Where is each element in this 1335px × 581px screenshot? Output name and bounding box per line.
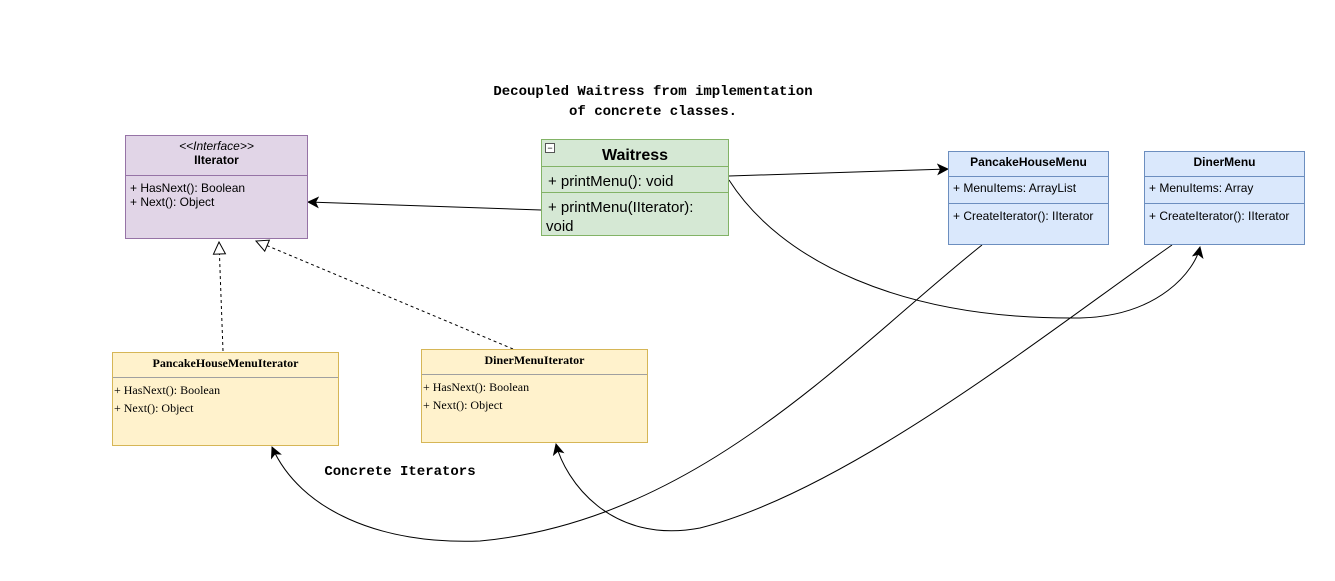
pancakehousemenuiterator-divider — [113, 377, 338, 378]
iiterator-method-hasnext: + HasNext(): Boolean — [130, 181, 246, 195]
iiterator-interface-box[interactable]: <<Interface>> IIterator + HasNext(): Boo… — [125, 135, 308, 239]
iiterator-stereotype: <<Interface>> — [179, 139, 254, 153]
pancakehouseiterator-realizes-iiterator — [219, 242, 223, 352]
waitress-method-printmenu-iterator: + printMenu(IIterator): — [548, 199, 694, 216]
pancakehousemenuiterator-name: PancakeHouseMenuIterator — [152, 356, 299, 370]
iiterator-name: IIterator — [194, 153, 239, 167]
dinermenu-method-createiterator: + CreateIterator(): IIterator — [1149, 209, 1290, 223]
pancakehousemenu-attribute-menuitems: + MenuItems: ArrayList — [953, 181, 1077, 195]
waitress-to-dinermenu-association — [728, 179, 1204, 319]
iiterator-divider — [126, 175, 307, 176]
waitress-method-printmenu: + printMenu(): void — [548, 173, 674, 190]
dinermenuiterator-class-box[interactable]: DinerMenuIterator + HasNext(): Boolean +… — [421, 349, 648, 443]
dinermenuiterator-method-hasnext: + HasNext(): Boolean — [423, 380, 530, 394]
waitress-method-printmenu-iterator-return: void — [546, 218, 574, 235]
pancakehousemenu-creates-iterator — [270, 244, 983, 542]
pancakehousemenu-class-box[interactable]: PancakeHouseMenu + MenuItems: ArrayList … — [948, 151, 1109, 245]
waitress-name: Waitress — [601, 147, 669, 164]
title-note: Decoupled Waitress from implementation o… — [480, 82, 826, 122]
dinermenu-header-divider — [1145, 176, 1304, 177]
pancakehousemenuiterator-method-hasnext: + HasNext(): Boolean — [114, 383, 221, 397]
title-note-line-1: Decoupled Waitress from implementation — [493, 84, 813, 100]
pancakehousemenu-header-divider — [949, 176, 1108, 177]
dinermenuiterator-method-next: + Next(): Object — [423, 398, 503, 412]
pancakehousemenu-name: PancakeHouseMenu — [970, 155, 1087, 169]
pancakehousemenuiterator-class-box[interactable]: PancakeHouseMenuIterator + HasNext(): Bo… — [112, 352, 339, 446]
dinermenuiterator-divider — [422, 374, 647, 375]
concrete-iterators-note: Concrete Iterators — [324, 464, 476, 480]
dinermenuiterator-name: DinerMenuIterator — [484, 353, 585, 367]
pancakehousemenuiterator-method-next: + Next(): Object — [114, 401, 194, 415]
waitress-method-divider — [542, 192, 728, 193]
title-note-line-2: of concrete classes. — [568, 104, 738, 120]
waitress-to-iiterator-association — [307, 196, 542, 211]
collapse-toggle-icon[interactable]: − — [545, 143, 555, 153]
dinermenu-creates-iterator — [552, 244, 1173, 532]
pancakehousemenu-attribute-divider — [949, 203, 1108, 204]
dinermenu-name: DinerMenu — [1193, 155, 1256, 169]
waitress-to-pancakehousemenu-association — [728, 163, 949, 177]
dinermenu-class-box[interactable]: DinerMenu + MenuItems: Array + CreateIte… — [1144, 151, 1305, 245]
waitress-header-divider — [542, 166, 728, 167]
dinermenuiterator-realizes-iiterator — [256, 241, 514, 350]
waitress-class-box[interactable]: − Waitress + printMenu(): void + printMe… — [541, 139, 729, 236]
pancakehousemenu-method-createiterator: + CreateIterator(): IIterator — [953, 209, 1094, 223]
dinermenu-attribute-menuitems: + MenuItems: Array — [1149, 181, 1254, 195]
iiterator-method-next: + Next(): Object — [130, 195, 215, 209]
dinermenu-attribute-divider — [1145, 203, 1304, 204]
